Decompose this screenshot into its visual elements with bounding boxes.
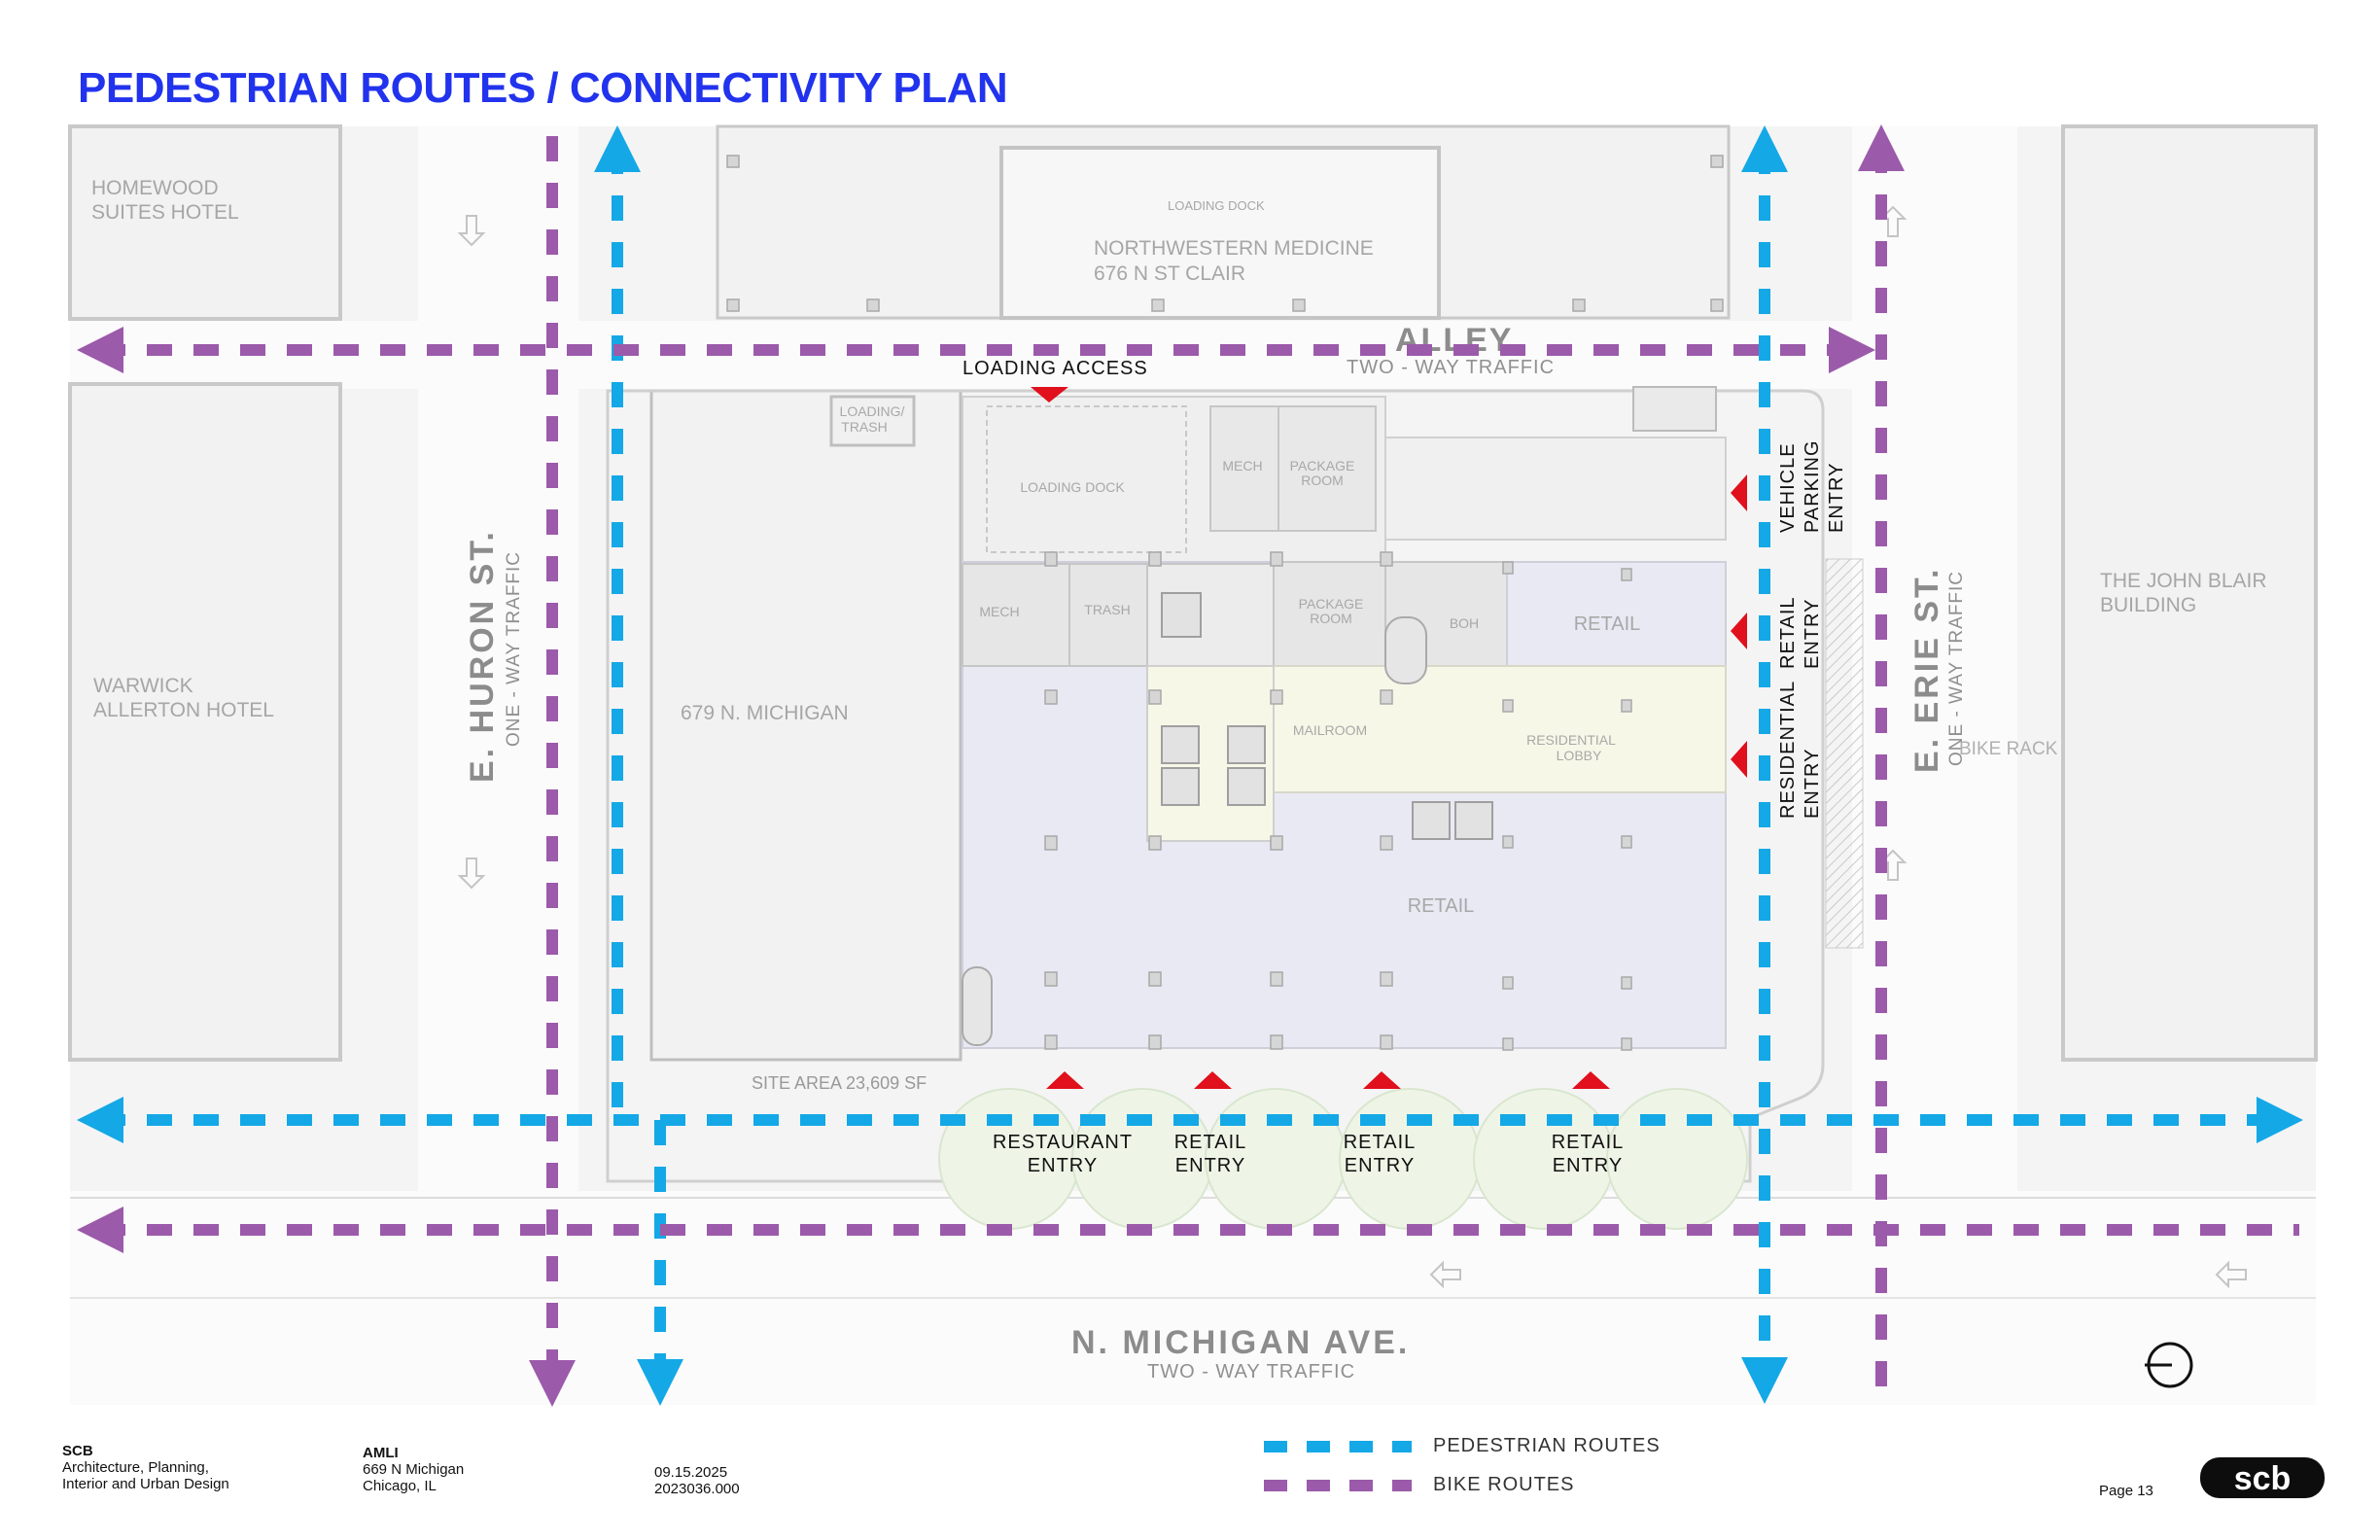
site-area-label: SITE AREA 23,609 SF (752, 1073, 927, 1093)
package-room-top (1278, 405, 1377, 532)
footer-date: 09.15.2025 2023036.000 (654, 1464, 740, 1497)
mech-top-label: MECH (1222, 458, 1262, 473)
mech-left-label: MECH (979, 604, 1019, 619)
elevator-cabs (1161, 592, 1493, 840)
client-name: AMLI (363, 1445, 399, 1461)
scb-logo (2200, 1457, 2325, 1498)
michigan-traffic-label: TWO - WAY TRAFFIC (1147, 1361, 1355, 1382)
michigan-679-building (649, 389, 962, 1062)
footer-firm: SCB Architecture, Planning, Interior and… (62, 1443, 229, 1492)
stair-ne (1632, 386, 1717, 432)
loading-access-label: LOADING ACCESS (962, 358, 1148, 379)
legend-pedestrian-label: PEDESTRIAN ROUTES (1433, 1435, 1661, 1456)
firm-description-1: Architecture, Planning, (62, 1459, 209, 1476)
michigan-679-label: 679 N. MICHIGAN (681, 702, 849, 724)
retail-entry-2-marker (1363, 1071, 1401, 1089)
footer-client: AMLI 669 N Michigan Chicago, IL (363, 1445, 464, 1494)
michigan-avenue-label: N. MICHIGAN AVE. (1071, 1324, 1410, 1361)
bike-rack-label: BIKE RACK (1959, 739, 2058, 759)
firm-description-2: Interior and Urban Design (62, 1476, 229, 1492)
stair-sw (962, 966, 993, 1046)
huron-street-label: E. HURON ST. (464, 529, 501, 783)
address-line-1: 669 N Michigan (363, 1461, 465, 1478)
mech-room-left (962, 563, 1070, 667)
retail-entry-1-marker (1194, 1071, 1232, 1089)
vehicle-entry-marker (1731, 474, 1747, 511)
parking-ramp-zone (1384, 437, 1727, 541)
boh-label: BOH (1450, 615, 1479, 631)
scb-logo-text: scb (2234, 1460, 2292, 1497)
address-line-2: Chicago, IL (363, 1478, 437, 1494)
erie-bike-rack-zone (1825, 558, 1864, 949)
loading-trash-label: LOADING/TRASH (840, 403, 905, 435)
retail-ne-label: RETAIL (1574, 613, 1641, 635)
legend-bike-label: BIKE ROUTES (1433, 1474, 1575, 1495)
page-title: PEDESTRIAN ROUTES / CONNECTIVITY PLAN (78, 64, 1008, 112)
entry-markers (1031, 387, 1747, 1089)
package-room (1273, 561, 1386, 667)
restaurant-entry-marker (1046, 1071, 1084, 1089)
loading-dock-zone (986, 405, 1187, 553)
erie-traffic-label: ONE - WAY TRAFFIC (1946, 571, 1967, 766)
loading-access-marker (1031, 387, 1068, 402)
erie-street-label: E. ERIE ST. (1908, 567, 1945, 774)
north-arrow-icon (2145, 1342, 2193, 1388)
issue-date: 09.15.2025 (654, 1464, 728, 1481)
mech-room-top (1209, 405, 1279, 532)
homewood-building (68, 124, 342, 321)
bike-routes (77, 123, 2299, 1407)
retail-entry-3-marker (1572, 1071, 1610, 1089)
trash-label: TRASH (1084, 602, 1130, 617)
stair-mid (1384, 616, 1427, 684)
page-number: Page 13 (2099, 1483, 2153, 1499)
huron-traffic-label: ONE - WAY TRAFFIC (504, 551, 524, 747)
structural-columns (726, 155, 1724, 1051)
loading-trash-room (829, 395, 916, 447)
retail-side-entry-marker (1731, 612, 1747, 649)
residential-entry-marker (1731, 741, 1747, 778)
retail-main-label: RETAIL (1408, 895, 1475, 917)
mailroom-label: MAILROOM (1293, 722, 1367, 738)
loading-dock-top-label: LOADING DOCK (1168, 198, 1265, 213)
residential-lobby-space (1273, 665, 1727, 793)
loading-dock-label: LOADING DOCK (1020, 479, 1125, 495)
project-number: 2023036.000 (654, 1481, 740, 1497)
loading-dock-structure (999, 146, 1441, 320)
warwick-building (68, 382, 342, 1062)
firm-name: SCB (62, 1443, 93, 1459)
alley-traffic-label: TWO - WAY TRAFFIC (1347, 357, 1555, 378)
john-blair-building (2061, 124, 2318, 1062)
trash-room (1068, 563, 1148, 667)
